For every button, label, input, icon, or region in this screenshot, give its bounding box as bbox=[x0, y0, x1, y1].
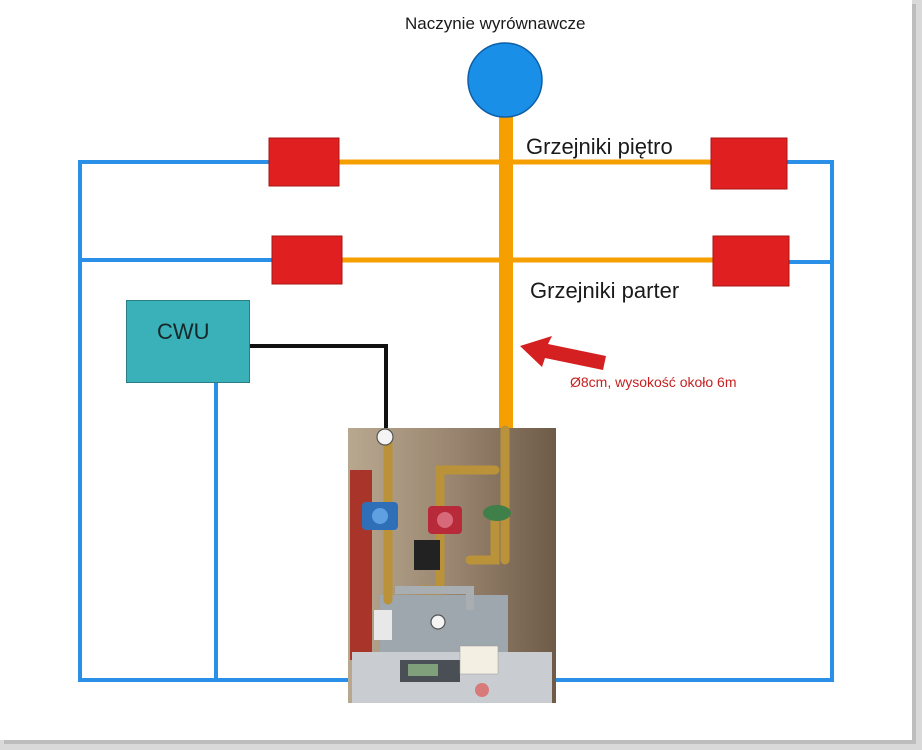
radiator-floor-right bbox=[710, 137, 788, 190]
radiators-floor-label: Grzejniki piętro bbox=[526, 134, 673, 159]
cwu-label: CWU bbox=[157, 319, 210, 344]
pipe-note-label: Ø8cm, wysokość około 6m bbox=[570, 374, 737, 390]
cwu-tank: CWU bbox=[126, 300, 250, 383]
radiators bbox=[268, 137, 790, 287]
expansion-vessel bbox=[467, 42, 543, 118]
return-pipes bbox=[78, 160, 834, 682]
control-wire bbox=[250, 344, 388, 430]
boiler-photo bbox=[348, 425, 556, 703]
radiators-ground-label: Grzejniki parter bbox=[530, 278, 680, 303]
radiator-ground-right bbox=[712, 235, 790, 287]
supply-pipes bbox=[338, 100, 714, 430]
heating-diagram bbox=[78, 42, 834, 703]
right-return-pipe bbox=[546, 160, 834, 682]
radiator-ground-left bbox=[271, 235, 343, 285]
pointer-arrow bbox=[520, 336, 606, 370]
radiator-floor-left bbox=[268, 137, 340, 187]
diagram-canvas: Naczynie wyrównawcze Grzejniki piętro Gr… bbox=[0, 0, 912, 740]
expansion-vessel-label: Naczynie wyrównawcze bbox=[405, 14, 586, 33]
